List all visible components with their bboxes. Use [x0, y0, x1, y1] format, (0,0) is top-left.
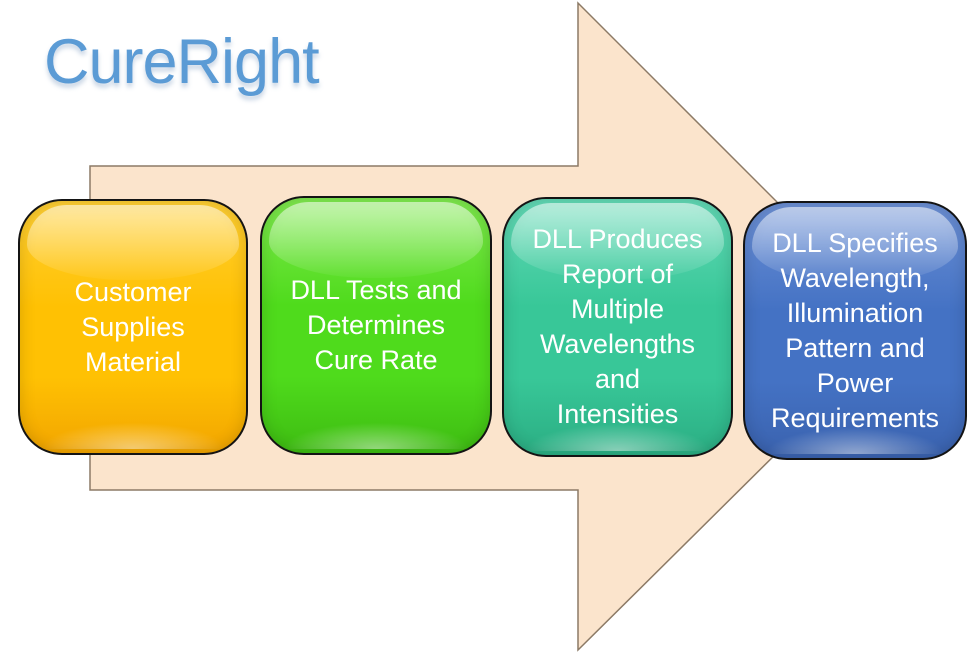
page-title: CureRight	[44, 27, 320, 97]
process-step-label: DLL Specifies Wavelength, Illumination P…	[770, 227, 940, 433]
process-step-label: DLL Tests and Determines Cure Rate	[290, 275, 462, 375]
flow-arrow-shape	[89, 1, 905, 652]
process-step-dll-tests: DLL Tests and Determines Cure Rate	[260, 196, 492, 455]
process-step-dll-report: DLL Produces Report of Multiple Waveleng…	[502, 197, 733, 457]
process-step-label: DLL Produces Report of Multiple Waveleng…	[532, 224, 703, 429]
process-step-customer-supplies: Customer Supplies Material	[18, 199, 248, 455]
process-step-label: Customer Supplies Material	[74, 276, 192, 377]
process-step-dll-specifies: DLL Specifies Wavelength, Illumination P…	[743, 201, 967, 460]
